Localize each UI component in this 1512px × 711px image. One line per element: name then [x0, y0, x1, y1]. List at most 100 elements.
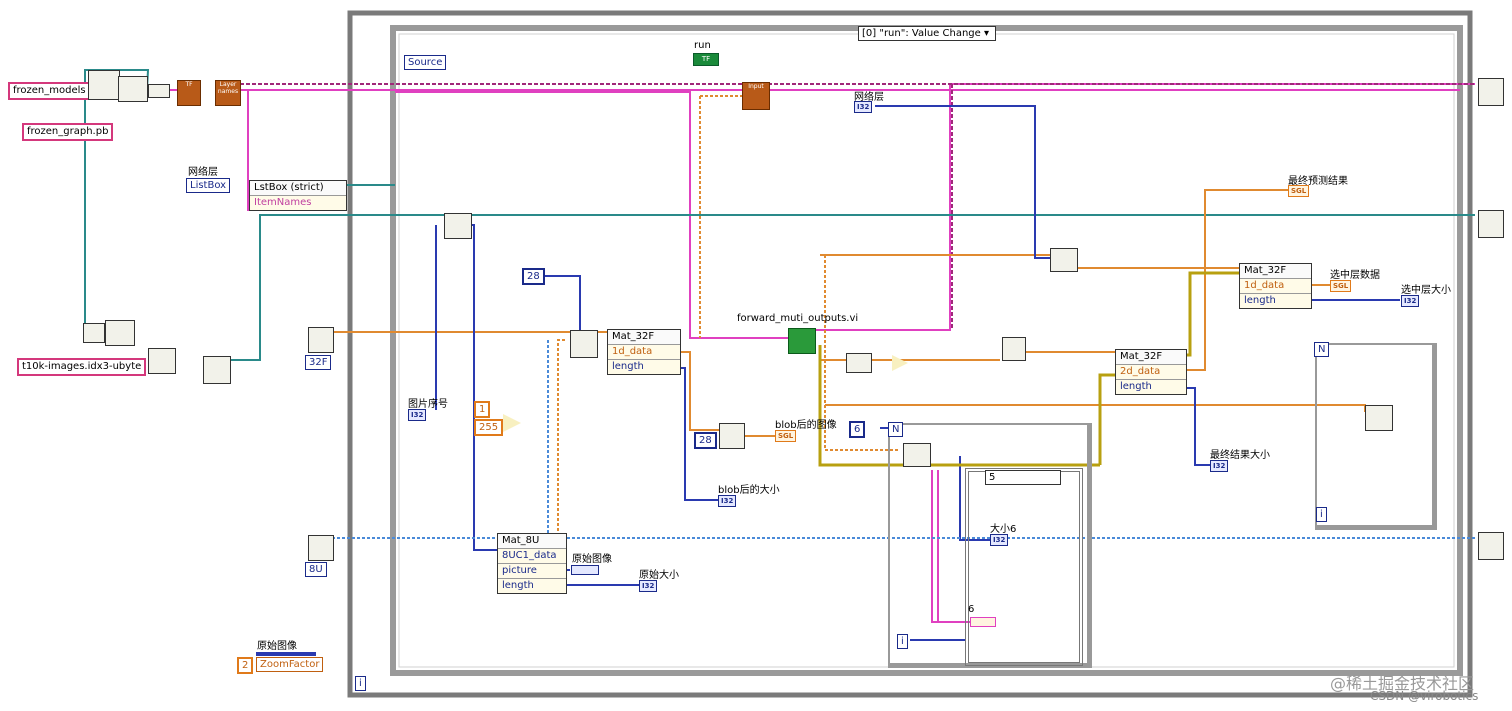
- wangluoceng-label-left: 网络层: [188, 167, 218, 178]
- selected-layer-data-label: 选中层数据: [1330, 270, 1380, 281]
- original-image-ctrl-label: 原始图像: [257, 641, 297, 652]
- lstbox-strict-header: LstBox (strict): [254, 182, 324, 193]
- num-6-const[interactable]: 6: [849, 421, 866, 438]
- mat32f-b-row-0[interactable]: 2d_data: [1116, 364, 1186, 379]
- for-loop-middle-n: N: [888, 422, 904, 437]
- selected-layer-size-indicator: I32: [1401, 295, 1420, 307]
- images-file-const[interactable]: t10k-images.idx3-ubyte: [17, 358, 147, 376]
- input-label: Input: [748, 83, 764, 90]
- wangluoceng-label-mid: 网络层: [854, 92, 884, 103]
- file-path-icon[interactable]: [83, 323, 105, 343]
- original-image-label: 原始图像: [572, 554, 612, 565]
- blob-size-indicator: I32: [718, 495, 737, 507]
- case-selector-5[interactable]: 5: [985, 470, 1061, 485]
- itemnames-property[interactable]: ItemNames: [250, 195, 346, 210]
- mat32f-c-row-0[interactable]: 1d_data: [1240, 278, 1311, 293]
- original-image-ctrl-bar: [256, 652, 316, 656]
- blob-image-indicator: SGL: [775, 430, 797, 442]
- tf-load-icon[interactable]: TF: [177, 80, 201, 106]
- watermark-line1: @稀土掘金技术社区: [1330, 674, 1475, 693]
- input-node-icon[interactable]: Input: [742, 82, 770, 110]
- num-1-const[interactable]: 1: [474, 401, 491, 418]
- divide-icon[interactable]: [503, 414, 521, 432]
- mat32f-b-title: Mat_32F: [1120, 351, 1163, 362]
- reshape-icon[interactable]: [719, 423, 745, 449]
- right-tunnel-icon-2: [1478, 210, 1504, 238]
- case-structure-inner: [965, 468, 1083, 666]
- layer-names-icon[interactable]: Layer names: [215, 80, 241, 106]
- blob-size-label: blob后的大小: [718, 485, 780, 496]
- mat8u-row-0[interactable]: 8UC1_data: [498, 548, 566, 563]
- mat32f-b-row-1[interactable]: length: [1116, 379, 1186, 394]
- build-path-icon-2[interactable]: [118, 76, 148, 102]
- mat8u-row-2[interactable]: length: [498, 578, 566, 593]
- frozen-models-const[interactable]: frozen_models: [8, 82, 91, 100]
- build-path-icon[interactable]: [88, 70, 120, 100]
- image-display-icon-2[interactable]: [903, 443, 931, 467]
- selected-layer-size-label: 选中层大小: [1401, 285, 1451, 296]
- mat8u-node[interactable]: Mat_8U 8UC1_data picture length: [497, 533, 567, 594]
- num-255-const[interactable]: 255: [474, 419, 504, 436]
- tupian-xuhao-control[interactable]: I32: [408, 409, 427, 421]
- final-result-indicator: SGL: [1288, 185, 1310, 197]
- mat8u-row-1[interactable]: picture: [498, 563, 566, 578]
- selected-layer-data-indicator: SGL: [1330, 280, 1352, 292]
- run-bool-indicator[interactable]: TF: [693, 53, 719, 66]
- forward-vi-icon[interactable]: [788, 328, 816, 354]
- layer-names-label: Layer names: [217, 81, 239, 95]
- type-8u-icon: [308, 535, 334, 561]
- build-array-icon[interactable]: [1002, 337, 1026, 361]
- tupian-xuhao-label: 图片序号: [408, 399, 448, 410]
- num-28-mid[interactable]: 28: [694, 432, 717, 449]
- type-32f-selector[interactable]: 32F: [305, 355, 332, 370]
- zoomfactor-property[interactable]: ZoomFactor: [256, 657, 324, 672]
- event-case-selector[interactable]: [0] "run": Value Change ▾: [858, 26, 996, 41]
- mat32f-a-row-0[interactable]: 1d_data: [608, 344, 680, 359]
- image-display-icon[interactable]: [444, 213, 472, 239]
- final-result-label: 最终预测结果: [1288, 176, 1348, 187]
- right-tunnel-icon-1: [1478, 78, 1504, 106]
- forward-vi-label: forward_muti_outputs.vi: [737, 313, 859, 324]
- loop-iteration: i: [355, 676, 366, 691]
- original-size-label: 原始大小: [639, 570, 679, 581]
- source-node[interactable]: Source: [404, 55, 447, 70]
- size6-label: 大小6: [990, 524, 1017, 535]
- num-28-top[interactable]: 28: [522, 268, 545, 285]
- path-to-string-icon[interactable]: [148, 84, 170, 98]
- mat32f-a-title: Mat_32F: [612, 331, 655, 342]
- wangluoceng-i32-control[interactable]: I32: [854, 101, 873, 113]
- while-loop-frame: [347, 10, 1473, 698]
- original-size-indicator: I32: [639, 580, 658, 592]
- watermark-line2: CSDN @virobotics: [1370, 689, 1479, 703]
- six-indicator: [970, 617, 996, 627]
- frozen-graph-const[interactable]: frozen_graph.pb: [22, 123, 114, 141]
- read-file-icon[interactable]: [203, 356, 231, 384]
- format-string-icon[interactable]: [1365, 405, 1393, 431]
- six-label: 6: [968, 604, 975, 615]
- for-loop-right-n: N: [1314, 342, 1330, 357]
- build-path-icon-3[interactable]: [105, 320, 135, 346]
- event-case-label: [0] "run": Value Change: [862, 28, 981, 39]
- mat32f-a-row-1[interactable]: length: [608, 359, 680, 374]
- mat32f-c-title: Mat_32F: [1244, 265, 1287, 276]
- type-32f-icon: [308, 327, 334, 353]
- final-result-size-indicator: I32: [1210, 460, 1229, 472]
- index-array-icon[interactable]: [846, 353, 872, 373]
- blob-from-image-icon[interactable]: [570, 330, 598, 358]
- listbox-ref[interactable]: ListBox: [186, 178, 231, 193]
- mat32f-node-b[interactable]: Mat_32F 2d_data length: [1115, 349, 1187, 395]
- mat32f-node-c[interactable]: Mat_32F 1d_data length: [1239, 263, 1312, 309]
- listbox-property-node[interactable]: LstBox (strict) ItemNames: [249, 180, 347, 211]
- right-tunnel-icon-3: [1478, 532, 1504, 560]
- for-loop-right: [1315, 343, 1437, 530]
- decrement-icon[interactable]: [892, 355, 908, 371]
- mat32f-c-row-1[interactable]: length: [1240, 293, 1311, 308]
- case-selector-5-text: 5: [989, 472, 996, 483]
- mat32f-node-a[interactable]: Mat_32F 1d_data length: [607, 329, 681, 375]
- for-loop-middle-i: i: [897, 634, 908, 649]
- type-8u-selector[interactable]: 8U: [305, 562, 327, 577]
- build-path-icon-4[interactable]: [148, 348, 176, 374]
- num-2-const[interactable]: 2: [237, 657, 254, 674]
- index-array-icon-2[interactable]: [1050, 248, 1078, 272]
- tf-load-label: TF: [185, 81, 193, 88]
